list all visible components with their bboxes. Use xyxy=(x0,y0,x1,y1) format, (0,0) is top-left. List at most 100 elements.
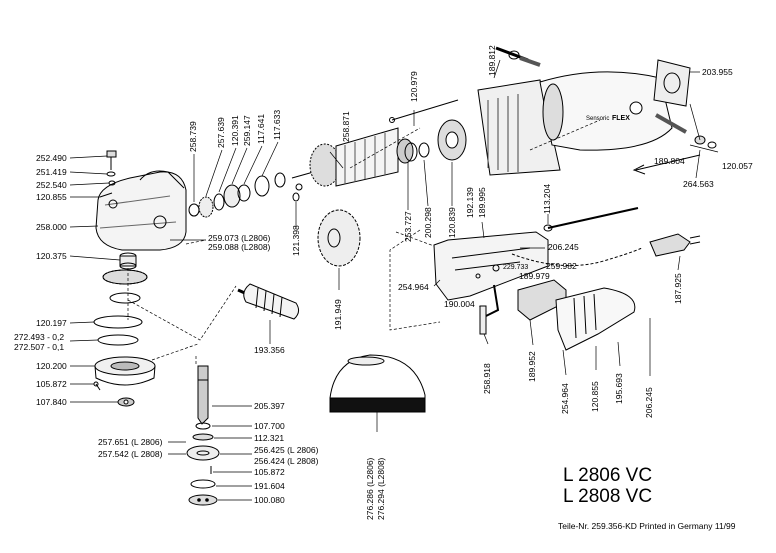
switch-189952 xyxy=(479,279,567,335)
bearing-107840 xyxy=(117,397,135,407)
label-253727: 253.727 xyxy=(403,211,413,242)
flange-stack xyxy=(186,422,220,506)
svg-text:Sensoric: Sensoric xyxy=(586,116,609,122)
label-120979: 120.979 xyxy=(409,71,419,102)
label-256424: 256.424 (L 2808) xyxy=(254,456,319,466)
label-203955: 203.955 xyxy=(702,67,733,77)
label-120200: 120.200 xyxy=(36,361,67,371)
label-258000: 258.000 xyxy=(36,222,67,232)
spindle-205397 xyxy=(197,365,209,425)
label-258871: 258.871 xyxy=(341,111,351,142)
model-title-l2806: L 2806 VC xyxy=(563,465,653,486)
flange-120200 xyxy=(94,356,156,386)
washers-121398 xyxy=(292,192,300,202)
label-206245-top: 206.245 xyxy=(548,242,579,252)
label-252490: 252.490 xyxy=(36,153,67,163)
label-272507: 272.507 - 0,1 xyxy=(14,342,65,352)
label-256425: 256.425 (L 2806) xyxy=(254,445,319,455)
assembly-lines xyxy=(127,119,601,366)
label-195693: 195.693 xyxy=(614,373,624,404)
label-264563: 264.563 xyxy=(683,179,714,189)
label-276286: 276.286 (L2806) xyxy=(365,457,375,520)
label-229733: 229.733 xyxy=(503,264,529,271)
label-200298: 200.298 xyxy=(423,207,433,238)
plug-187925 xyxy=(649,233,701,257)
label-254964-right: 254.964 xyxy=(560,383,570,414)
label-259073: 259.073 (L2806) xyxy=(208,233,271,243)
bearing-120375 xyxy=(119,252,137,270)
label-259147: 259.147 xyxy=(242,115,252,146)
screw-105872 xyxy=(93,381,101,391)
label-272493: 272.493 - 0,2 xyxy=(14,332,65,342)
label-189979: 189.979 xyxy=(519,271,550,281)
label-258739: 258.739 xyxy=(188,121,198,152)
wheel-guard xyxy=(329,354,426,413)
label-251419: 251.419 xyxy=(36,167,67,177)
label-257542: 257.542 (L 2808) xyxy=(98,449,163,459)
label-100080: 100.080 xyxy=(254,495,285,505)
brand-logo: FLEX xyxy=(612,115,630,122)
label-191949: 191.949 xyxy=(333,299,343,330)
bearing-258739 xyxy=(188,203,200,217)
label-254964-left: 254.964 xyxy=(398,282,429,292)
label-259982: 259.982 xyxy=(546,261,577,271)
leader-lines xyxy=(69,59,719,501)
bearing-cover xyxy=(437,119,467,161)
label-192139: 192.139 xyxy=(465,187,475,218)
label-259088: 259.088 (L2808) xyxy=(208,242,271,252)
bearing-stack xyxy=(404,142,430,162)
label-117633: 117.633 xyxy=(272,109,282,140)
label-189812: 189.812 xyxy=(487,45,497,76)
footer-part-number: Teile-Nr. 259.356-KD Printed in Germany … xyxy=(558,521,736,531)
side-handle-193356 xyxy=(237,283,300,320)
label-117641: 117.641 xyxy=(256,113,266,144)
label-120391: 120.391 xyxy=(230,115,240,146)
label-257639: 257.639 xyxy=(216,117,226,148)
label-187925: 187.925 xyxy=(673,273,683,304)
label-191604: 191.604 xyxy=(254,481,285,491)
shims-272493 xyxy=(97,334,139,346)
fan-191949 xyxy=(317,209,361,267)
label-193356: 193.356 xyxy=(254,345,285,355)
label-121398: 121.398 xyxy=(291,225,301,256)
label-276294: 276.294 (L2808) xyxy=(376,457,386,520)
field-coil xyxy=(477,79,561,176)
brush-holder-189812 xyxy=(495,46,541,67)
screw-120855 xyxy=(99,192,113,198)
label-120839: 120.839 xyxy=(447,207,457,238)
label-105872-left: 105.872 xyxy=(36,379,67,389)
label-120855-left: 120.855 xyxy=(36,192,67,202)
label-189995: 189.995 xyxy=(477,187,487,218)
pinion-stack xyxy=(198,172,303,218)
brush-arrow xyxy=(632,154,701,175)
label-206245-bottom: 206.245 xyxy=(644,387,654,418)
label-258918: 258.918 xyxy=(482,363,492,394)
label-120197: 120.197 xyxy=(36,318,67,328)
washer-251419 xyxy=(106,171,116,177)
label-190004: 190.004 xyxy=(444,299,475,309)
label-189804: 189.804 xyxy=(654,156,685,166)
label-120855-right: 120.855 xyxy=(590,381,600,412)
label-113204: 113.204 xyxy=(542,183,552,214)
label-120375: 120.375 xyxy=(36,251,67,261)
gear-head-housing xyxy=(95,170,187,251)
handle-upper xyxy=(555,287,636,351)
plate-203955 xyxy=(653,59,691,107)
label-120057: 120.057 xyxy=(722,161,753,171)
label-252540: 252.540 xyxy=(36,180,67,190)
label-189952: 189.952 xyxy=(527,351,537,382)
armature-258871 xyxy=(291,127,414,187)
label-107840: 107.840 xyxy=(36,397,67,407)
label-257651: 257.651 (L 2806) xyxy=(98,437,163,447)
bevel-gear xyxy=(102,269,148,304)
cable-113204 xyxy=(511,207,643,267)
motor-housing: Sensoric FLEX xyxy=(539,71,673,151)
oring-120197 xyxy=(93,315,143,329)
tie-rod-120979 xyxy=(389,99,459,123)
label-205397: 205.397 xyxy=(254,401,285,411)
screw-252490 xyxy=(106,150,117,170)
handle-lower xyxy=(433,231,549,301)
label-112321: 112.321 xyxy=(254,433,285,443)
label-107700: 107.700 xyxy=(254,421,285,431)
